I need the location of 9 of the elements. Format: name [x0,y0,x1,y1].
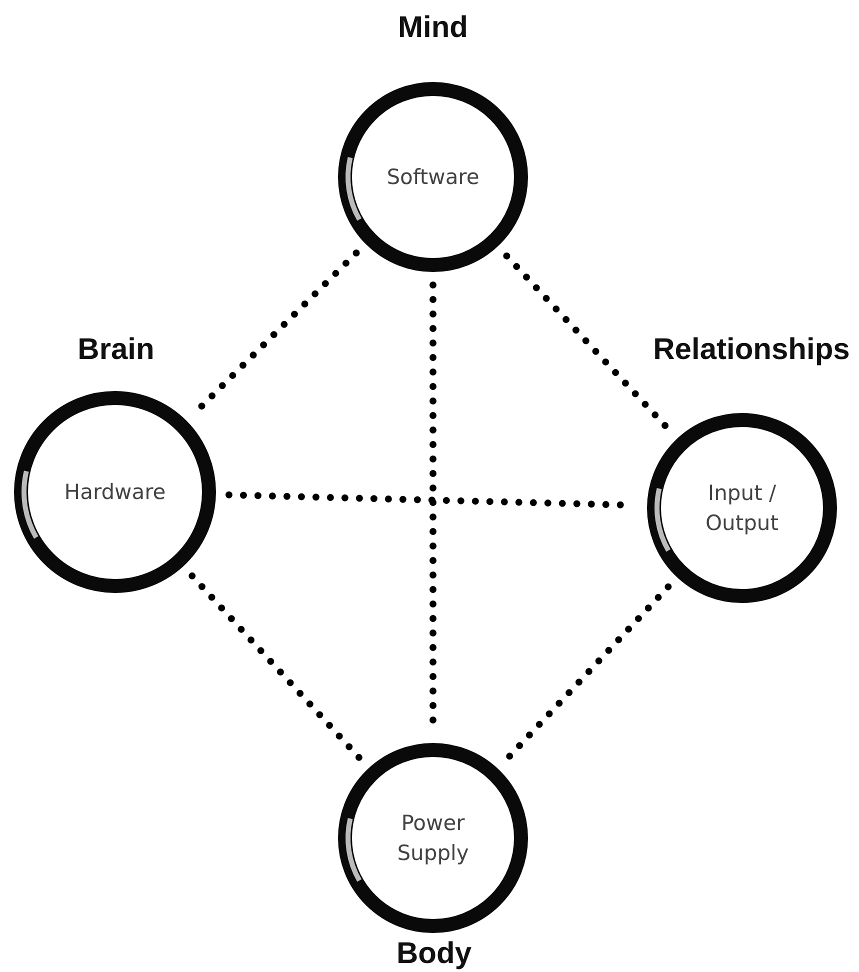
node-label: Software [386,164,480,191]
node-heading: Brain [76,332,156,368]
node-label: Hardware [64,478,166,506]
node-label: Power Supply [396,810,470,867]
node-heading: Body [396,936,472,972]
node-heading: Relationships [652,332,851,368]
node-label: Input / Output [704,480,780,537]
dotted-line [188,572,364,762]
node-heading: Mind [397,10,469,46]
